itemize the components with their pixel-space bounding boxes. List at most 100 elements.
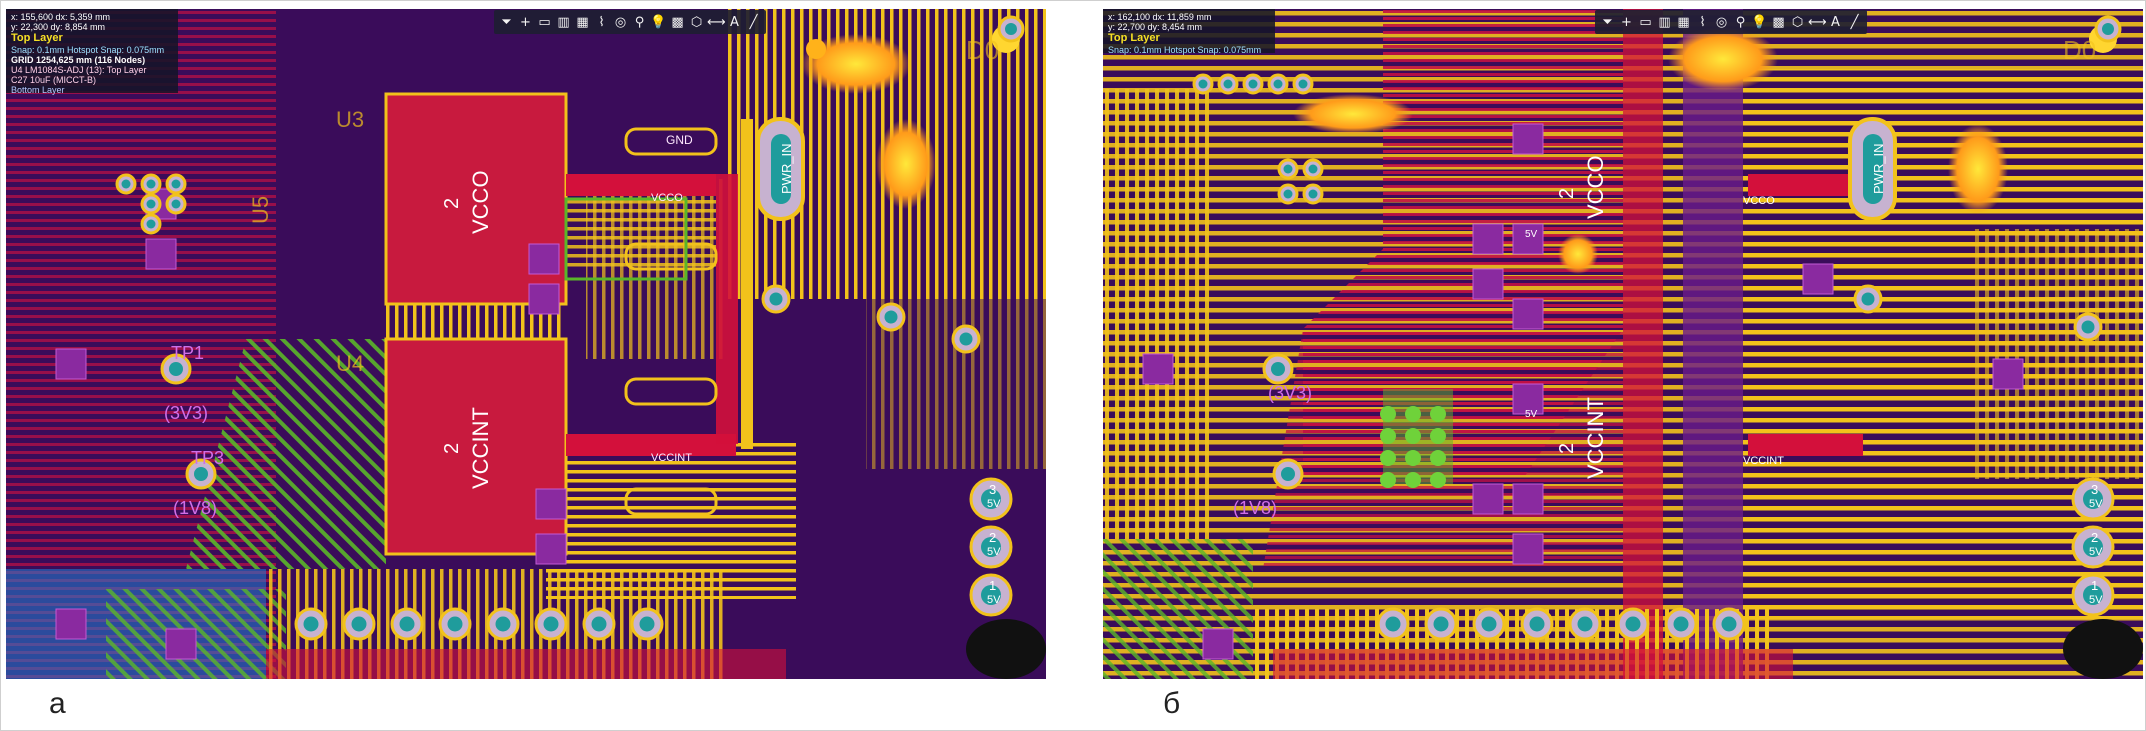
polygon-icon[interactable]: ⬡ [690,14,703,30]
5v-label-c: 5V [987,594,1001,606]
pin-icon[interactable]: ⚲ [634,14,645,30]
caption-b: б [1163,687,1181,720]
rect-select-icon[interactable]: ▭ [538,14,551,30]
pcb-canvas-a[interactable]: U3 U4 U5 TP1 TP3 (3V3) (1V8) GND D0 VCCO… [6,9,1046,679]
dimension-icon[interactable]: ⟷ [707,14,726,30]
pcb-view-b[interactable]: 2 VCCO 2 VCCINT PWR_IN 3 2 1 5V 5V 5V 5V… [1103,9,2143,679]
pin3-label: 3 [989,482,996,497]
power-pin-pad-center [2083,489,2103,509]
header-pad-center [1577,616,1593,632]
gnd-label: GND [666,133,693,147]
header-pad-center [1481,616,1497,632]
chart-icon[interactable]: ▥ [557,14,570,30]
header-pad-center [1721,616,1737,632]
thermal-via [1430,450,1446,466]
text-icon[interactable]: A [1831,14,1840,30]
5v-label-b: 5V [987,546,1001,558]
power-pin-pad-center [981,489,1001,509]
vcco-small-label: VCCO [1743,195,1775,207]
thermal-via [1405,406,1421,422]
pcb-view-a[interactable]: U3 U4 U5 TP1 TP3 (3V3) (1V8) GND D0 VCCO… [6,9,1046,679]
filter-icon[interactable]: ⏷ [1602,14,1613,30]
u5-label: U5 [248,196,273,224]
via-pad-center [1308,164,1318,174]
bulb-icon[interactable]: 💡 [1751,14,1768,30]
selection-info-2: C27 10uF (MICCT-B) [11,75,97,85]
route-icon[interactable]: ⌇ [1699,14,1706,30]
via-pad-center [1223,79,1233,89]
two-top-label: 2 [1556,188,1578,199]
polygon-icon[interactable]: ⬡ [1791,14,1804,30]
thermal-via [1405,428,1421,444]
grid-icon[interactable]: ▩ [1772,14,1785,30]
v1v8-label: (1V8) [1233,498,1277,518]
line-icon[interactable]: ╱ [1850,14,1859,30]
5v-label-c: 5V [2089,594,2103,606]
x-readout: x: 162,100 dx: 11,859 mm [1108,12,1212,22]
rect-select-icon[interactable]: ▭ [1639,14,1652,30]
via-pad-center [146,199,156,209]
header-pad-center [399,616,415,632]
line-icon[interactable]: ╱ [749,14,758,30]
via-pad-center [171,199,181,209]
power-pin-pad-center [981,585,1001,605]
u3-label: U3 [336,107,364,132]
thermal-via [1430,428,1446,444]
component-icon[interactable]: ▦ [1677,14,1690,30]
chart-icon[interactable]: ▥ [1658,14,1671,30]
grid-icon[interactable]: ▩ [671,14,684,30]
thermal-via [1380,406,1396,422]
thermal-via [1430,472,1446,488]
bulb-icon[interactable]: 💡 [650,14,667,30]
vccint-label: VCCINT [1583,397,1608,479]
test-point-pad-center [194,467,208,481]
header-pad-center [447,616,463,632]
power-pin-pad-center [2083,537,2103,557]
filter-icon[interactable]: ⏷ [501,14,512,30]
vcco-label: VCCO [1583,155,1608,219]
via-pad-center [146,179,156,189]
vccint-small-label: VCCINT [651,452,692,464]
caption-a: а [49,687,66,720]
via-pad-center [121,179,131,189]
header-pad-center [1385,616,1401,632]
5v-label-e: 5V [1525,409,1538,420]
header-pad-center [591,616,607,632]
header-pad-center [1433,616,1449,632]
dimension-icon[interactable]: ⟷ [1808,14,1827,30]
via-pad-center [1005,23,1017,35]
test-point-pad-center [1271,362,1285,376]
power-pin-pad-center [981,537,1001,557]
pin-icon[interactable]: ⚲ [1735,14,1746,30]
5v-label-a: 5V [2089,498,2103,510]
via-pad-center [2102,23,2114,35]
two-top-label: 2 [441,198,463,209]
via-pad-center [1273,79,1283,89]
plus-icon[interactable]: + [1621,14,1632,30]
pcb-canvas-b[interactable]: 2 VCCO 2 VCCINT PWR_IN 3 2 1 5V 5V 5V 5V… [1103,9,2143,679]
text-icon[interactable]: A [730,14,739,30]
coordinate-readout: x: 162,100 dx: 11,859 mm y: 22,700 dy: 8… [1103,9,1275,55]
x-readout: x: 155,600 dx: 5,359 mm [11,12,111,22]
via-pad-center [1298,79,1308,89]
plus-icon[interactable]: + [520,14,531,30]
snap-info: Snap: 0.1mm Hotspot Snap: 0.075mm [1108,45,1262,55]
via-icon[interactable]: ◎ [1715,14,1728,30]
component-icon[interactable]: ▦ [576,14,589,30]
vcco-small-label: VCCO [651,192,683,204]
v303-label: (3V3) [1268,383,1312,403]
thermal-via [1380,450,1396,466]
via-icon[interactable]: ◎ [614,14,627,30]
5v-label-d: 5V [1525,229,1538,240]
via-pad-center [171,179,181,189]
thermal-via [1405,472,1421,488]
vcco-label: VCCO [468,170,493,234]
via-pad-center [769,292,783,306]
tp1-label: TP1 [171,343,204,363]
via-pad-center [1308,189,1318,199]
via-pad-center [1861,292,1875,306]
route-icon[interactable]: ⌇ [598,14,605,30]
snap-info: Snap: 0.1mm Hotspot Snap: 0.075mm [11,45,165,55]
active-layer: Top Layer [11,32,63,44]
header-pad-center [351,616,367,632]
